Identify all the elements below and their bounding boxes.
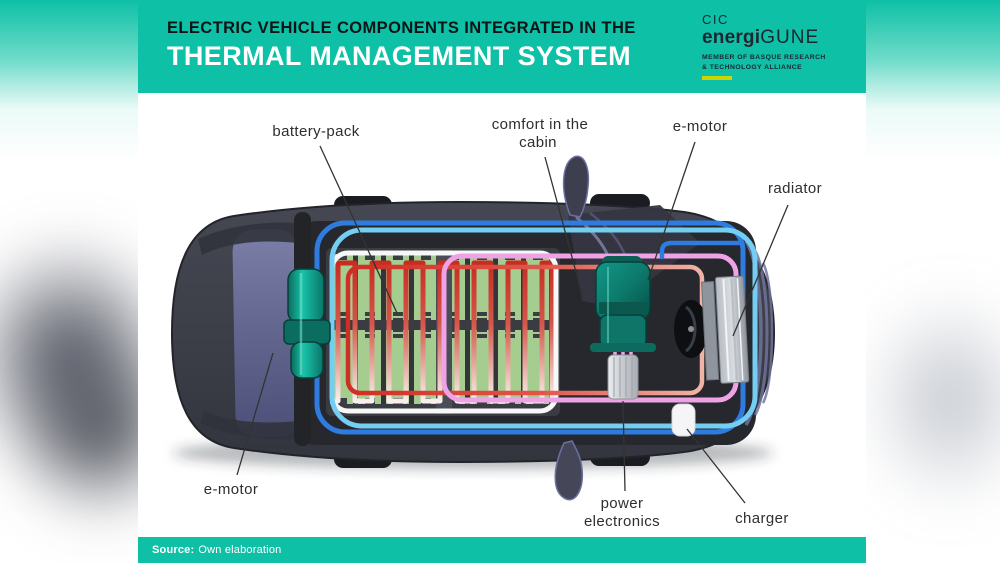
page-title: ELECTRIC VEHICLE COMPONENTS INTEGRATED I…	[167, 17, 636, 72]
source-text: Own elaboration	[198, 544, 282, 556]
side-mirror-bottom	[554, 440, 584, 501]
title-line2: THERMAL MANAGEMENT SYSTEM	[167, 41, 632, 72]
logo-cic: CIC	[702, 12, 729, 27]
rear-roof-shade	[198, 222, 298, 255]
label-power-electronics-line1: power	[601, 495, 644, 512]
e-motor-rear-graphic	[283, 268, 331, 379]
label-power-electronics-line2: electronics	[584, 513, 660, 530]
logo-accent-bar	[702, 75, 732, 81]
header-band: ELECTRIC VEHICLE COMPONENTS INTEGRATED I…	[138, 0, 866, 93]
leader-battery-pack	[319, 145, 398, 314]
power-electronics-graphic	[607, 354, 639, 400]
logo-brand: energiGUNE	[702, 27, 854, 49]
leader-e-motor-front	[647, 141, 696, 281]
side-mirror-top	[562, 155, 590, 218]
leader-charger	[686, 428, 746, 504]
logo-tagline: MEMBER OF BASQUE RESEARCH & TECHNOLOGY A…	[702, 53, 854, 73]
logo-tagline-line1: MEMBER OF BASQUE RESEARCH	[702, 54, 826, 62]
e-motor-front-graphic	[590, 256, 656, 352]
radiator-graphic	[701, 275, 750, 384]
leader-e-motor-rear	[236, 352, 274, 476]
footer-band: Source: Own elaboration	[138, 537, 866, 563]
label-radiator: radiator	[768, 180, 822, 197]
title-line1: ELECTRIC VEHICLE COMPONENTS INTEGRATED I…	[167, 19, 636, 37]
content-card: ELECTRIC VEHICLE COMPONENTS INTEGRATED I…	[138, 0, 866, 563]
cic-energigune-logo: CIC energiGUNE MEMBER OF BASQUE RESEARCH…	[702, 12, 854, 81]
ev-thermal-diagram: battery-pack comfort in the cabin e-moto…	[170, 116, 822, 530]
logo-brand-bold: energi	[702, 27, 761, 49]
label-e-motor-front: e-motor	[673, 118, 727, 135]
diagram-area: battery-pack comfort in the cabin e-moto…	[138, 93, 866, 537]
logo-tagline-line2: & TECHNOLOGY ALLIANCE	[702, 63, 803, 71]
leader-power-electronics	[622, 400, 626, 492]
logo-brand-light: GUNE	[760, 27, 820, 49]
rear-glass	[232, 228, 302, 438]
label-e-motor-rear: e-motor	[204, 481, 258, 498]
leader-radiator	[732, 204, 789, 337]
rear-roof-shade	[200, 411, 298, 440]
source-label: Source:	[152, 544, 195, 556]
charger-graphic	[671, 403, 696, 437]
leader-comfort	[544, 156, 584, 299]
coolant-branch-blue	[659, 240, 745, 260]
coolant-loop-cyan	[329, 227, 758, 429]
label-comfort-line2: cabin	[519, 134, 557, 151]
radiator-fan-graphic	[674, 300, 708, 358]
label-comfort-line1: comfort in the	[492, 116, 588, 133]
label-battery-pack: battery-pack	[272, 123, 359, 140]
label-charger: charger	[735, 510, 789, 527]
